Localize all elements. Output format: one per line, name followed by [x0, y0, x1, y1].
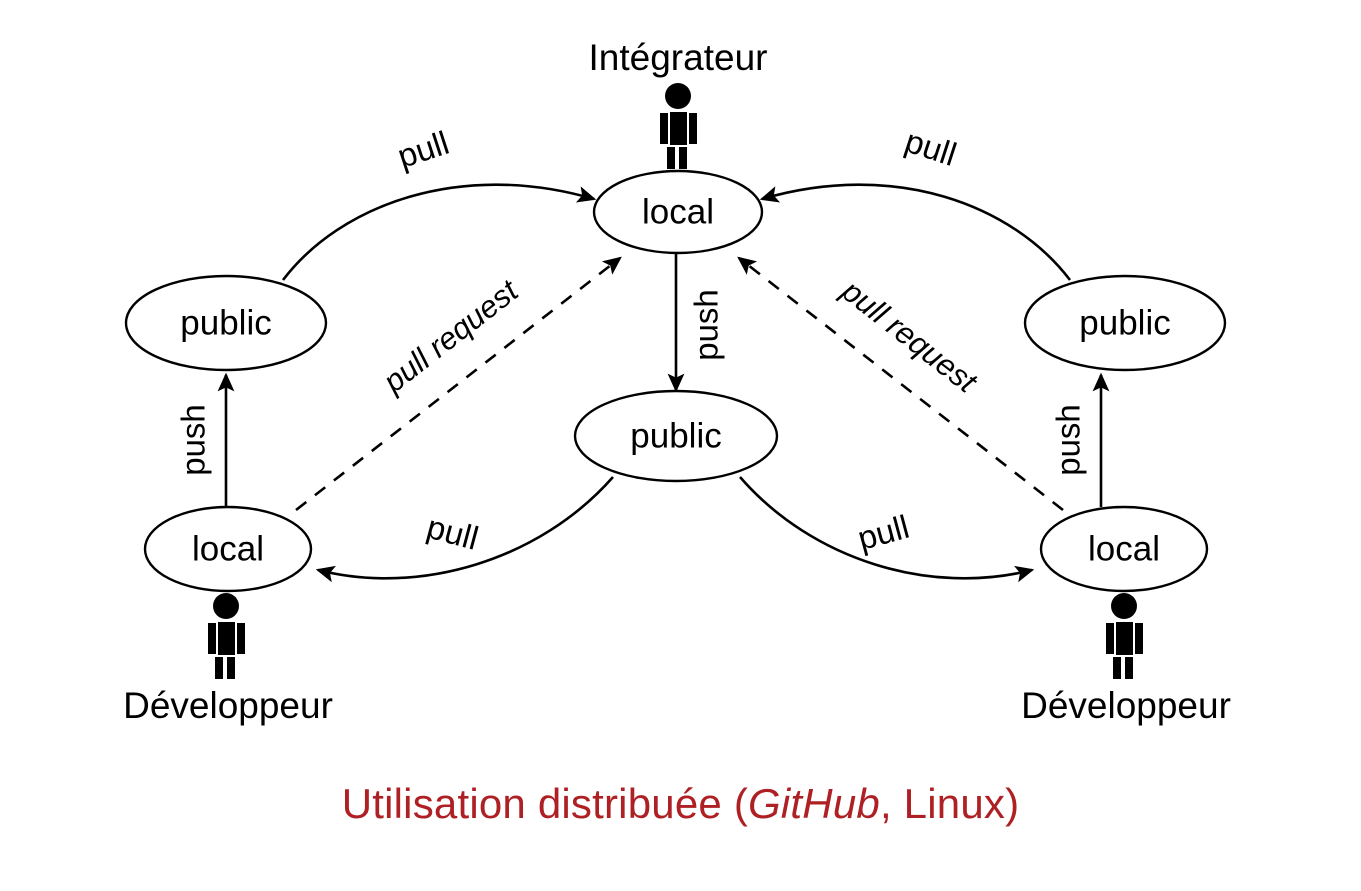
actor-label-developer-left: Développeur	[123, 685, 333, 726]
edge-label-pull-request-left: pull request	[376, 272, 526, 400]
edge-pull-top-right	[759, 183, 1072, 281]
node-dev-left-public[interactable]: public	[124, 274, 328, 372]
node-dev-right-local[interactable]: local	[1039, 505, 1209, 593]
edge-label-pull-bottom-right: pull	[854, 508, 913, 557]
edge-label-push-left: push	[175, 404, 212, 476]
node-label: public	[180, 303, 271, 342]
edge-pull-bottom-right	[739, 476, 1035, 583]
caption-prefix: Utilisation distribuée (	[341, 780, 749, 827]
caption-suffix: , Linux)	[879, 780, 1020, 827]
edge-pull-request-left	[295, 256, 622, 512]
node-dev-right-public[interactable]: public	[1023, 274, 1227, 372]
node-label: public	[630, 416, 721, 455]
caption-emphasis: GitHub	[748, 780, 880, 827]
actor-figure-developer-left	[208, 593, 245, 679]
node-label: local	[192, 529, 264, 568]
edge-pull-bottom-left	[315, 476, 614, 583]
edge-label-pull-top-left: pull	[393, 124, 453, 175]
actor-figure-developer-right	[1106, 593, 1143, 679]
node-label: local	[642, 192, 714, 231]
edge-label-push-center: push	[688, 289, 725, 361]
actor-label-developer-right: Développeur	[1021, 685, 1231, 726]
edge-pull-request-right	[737, 256, 1064, 512]
edge-label-push-right: push	[1050, 404, 1087, 476]
edge-pull-top-left	[281, 183, 597, 281]
node-integrator-public[interactable]: public	[573, 389, 779, 483]
edge-label-pull-request-right: pull request	[835, 272, 985, 400]
edge-label-pull-bottom-left: pull	[423, 508, 482, 557]
actor-label-integrator: Intégrateur	[589, 37, 768, 78]
diagram-caption: Utilisation distribuée (GitHub, Linux)	[0, 780, 1361, 828]
node-label: public	[1079, 303, 1170, 342]
edge-label-pull-top-right: pull	[901, 122, 961, 173]
node-label: local	[1088, 529, 1160, 568]
node-dev-left-local[interactable]: local	[143, 505, 313, 593]
actor-figure-integrator	[660, 83, 697, 169]
node-integrator-local[interactable]: local	[592, 169, 764, 255]
